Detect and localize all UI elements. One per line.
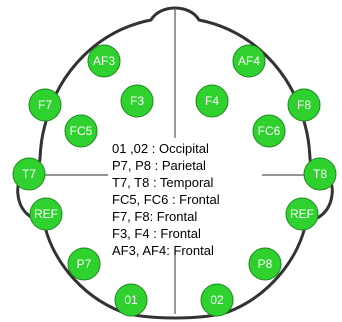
- electrode-label: P8: [258, 257, 273, 271]
- electrode-o2: 02: [200, 283, 234, 317]
- electrode-af3: AF3: [87, 44, 121, 78]
- electrode-marker: [120, 84, 154, 118]
- electrode-marker: [285, 197, 319, 231]
- electrode-label: FC5: [70, 124, 93, 138]
- electrode-fc6: FC6: [252, 114, 286, 148]
- electrode-t8: T8: [303, 157, 337, 191]
- legend-line: FC5, FC6 : Frontal: [112, 192, 220, 207]
- electrode-marker: [195, 84, 229, 118]
- electrode-marker: [303, 157, 337, 191]
- electrode-label: AF4: [238, 54, 260, 68]
- electrode-marker: [232, 44, 266, 78]
- legend-line: 01 ,02 : Occipital: [112, 141, 209, 156]
- electrode-p8: P8: [248, 247, 282, 281]
- electrode-marker: [29, 197, 63, 231]
- electrode-label: 01: [124, 293, 138, 307]
- electrode-p7: P7: [67, 247, 101, 281]
- electrode-label: REF: [290, 207, 314, 221]
- electrode-marker: [252, 114, 286, 148]
- legend-line: T7, T8 : Temporal: [112, 175, 214, 190]
- electrode-label: AF3: [93, 54, 115, 68]
- legend-line: F7, F8: Frontal: [112, 209, 197, 224]
- electrode-fc5: FC5: [64, 114, 98, 148]
- electrode-marker: [87, 44, 121, 78]
- electrode-label: 02: [210, 293, 224, 307]
- legend-line: P7, P8 : Parietal: [112, 158, 206, 173]
- electrode-f3: F3: [120, 84, 154, 118]
- electrode-label: F3: [130, 94, 144, 108]
- electrode-f8: F8: [287, 88, 321, 122]
- electrode-label: F8: [297, 98, 311, 112]
- electrode-ref-right: REF: [285, 197, 319, 231]
- electrode-marker: [287, 88, 321, 122]
- electrode-label: REF: [34, 207, 58, 221]
- electrode-f4: F4: [195, 84, 229, 118]
- electrode-label: F7: [38, 98, 52, 112]
- electrode-af4: AF4: [232, 44, 266, 78]
- electrode-marker: [200, 283, 234, 317]
- legend-line: AF3, AF4: Frontal: [112, 243, 214, 258]
- electrode-marker: [28, 88, 62, 122]
- electrode-t7: T7: [12, 157, 46, 191]
- electrode-ref-left: REF: [29, 197, 63, 231]
- electrode-label: F4: [205, 94, 219, 108]
- electrode-marker: [114, 283, 148, 317]
- region-legend: 01 ,02 : Occipital P7, P8 : Parietal T7,…: [112, 141, 220, 258]
- electrode-marker: [67, 247, 101, 281]
- electrode-label: P7: [77, 257, 92, 271]
- electrode-marker: [64, 114, 98, 148]
- electrode-label: T8: [313, 167, 327, 181]
- electrode-label: FC6: [258, 124, 281, 138]
- electrode-marker: [12, 157, 46, 191]
- electrode-f7: F7: [28, 88, 62, 122]
- electrode-label: T7: [22, 167, 36, 181]
- legend-line: F3, F4 : Frontal: [112, 226, 201, 241]
- electrode-marker: [248, 247, 282, 281]
- electrode-o1: 01: [114, 283, 148, 317]
